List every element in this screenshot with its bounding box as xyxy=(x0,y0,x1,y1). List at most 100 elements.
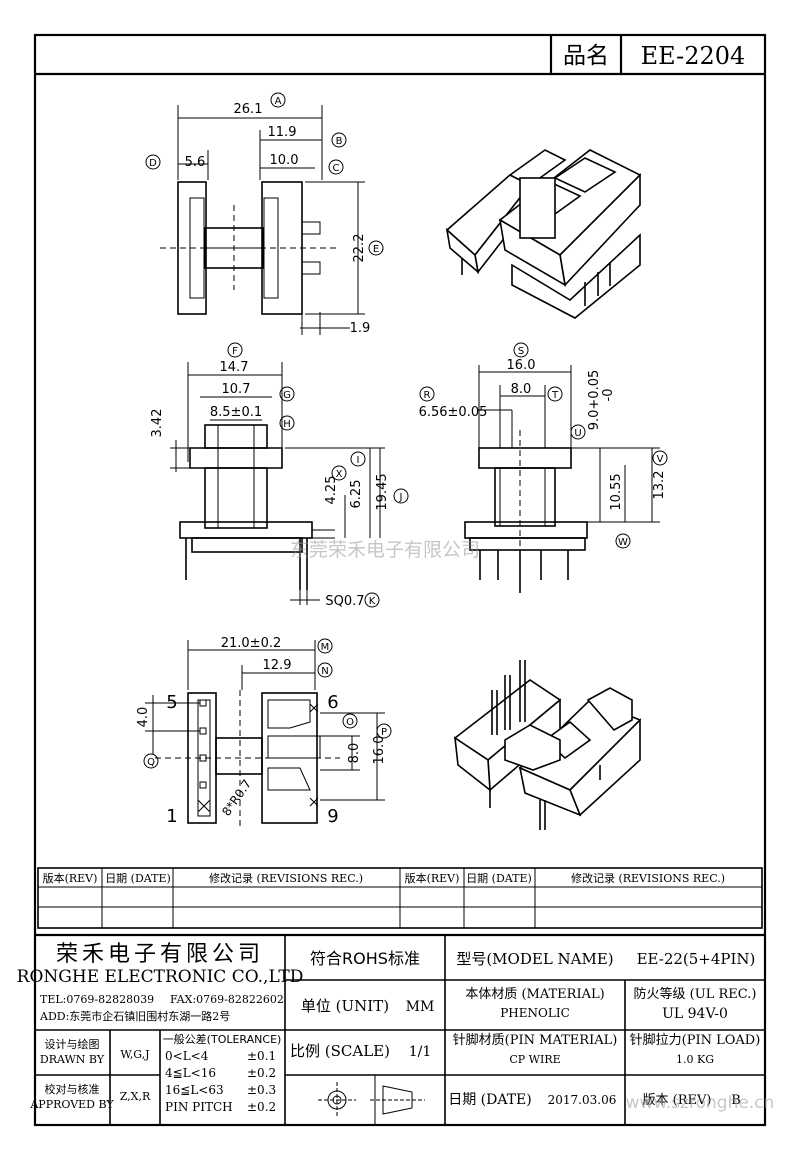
dim-342-value: 3.42 xyxy=(150,409,165,438)
material-value: PHENOLIC xyxy=(500,1006,570,1020)
view-bottom: 21.0±0.2 M 12.9 N 5 1 6 9 16.0 P xyxy=(136,636,392,830)
date-header-left: 日期 (DATE) xyxy=(105,872,171,885)
dim-U-value: 9.0+0.05 xyxy=(587,370,602,431)
dim-T-value: 8.0 xyxy=(511,382,532,397)
svg-text:I: I xyxy=(357,455,360,466)
dim-E-value: 22.2 xyxy=(352,234,367,263)
company-address: ADD:东莞市企石镇旧围村东湖一路2号 xyxy=(39,1009,230,1023)
part-number: EE-2204 xyxy=(641,42,746,70)
svg-text:W: W xyxy=(618,537,628,548)
dim-R07-value: 8*R0.7 xyxy=(219,777,254,819)
svg-text:E: E xyxy=(373,244,379,255)
svg-text:Q: Q xyxy=(147,757,155,768)
material-label: 本体材质 (MATERIAL) xyxy=(465,987,604,1002)
dim-19-value: 1.9 xyxy=(350,321,371,336)
svg-text:A: A xyxy=(275,96,282,107)
tol-value-3: ±0.2 xyxy=(247,1100,276,1114)
dim-R-value: 6.56±0.05 xyxy=(419,405,488,420)
svg-text:B: B xyxy=(336,136,343,147)
svg-text:P: P xyxy=(381,727,387,738)
watermark-corner: www.szronghe.cn xyxy=(626,1093,775,1113)
pin-material-value: CP WIRE xyxy=(509,1053,560,1066)
dim-K-value: SQ0.7 xyxy=(325,594,364,609)
tolerance-title: 一般公差(TOLERANCE) xyxy=(163,1032,282,1046)
svg-text:O: O xyxy=(346,717,354,728)
date-value: 2017.03.06 xyxy=(548,1093,617,1107)
dim-Q-value: 4.0 xyxy=(136,707,151,728)
approved-label-cn: 校对与核准 xyxy=(45,1082,100,1096)
dim-X-value: 4.25 xyxy=(324,476,339,505)
pin-load-label: 针脚拉力(PIN LOAD) xyxy=(630,1032,761,1048)
svg-text:T: T xyxy=(551,390,559,401)
model-label: 型号(MODEL NAME) xyxy=(456,950,613,968)
svg-text:F: F xyxy=(232,346,238,357)
svg-text:X: X xyxy=(336,469,343,480)
rohs-label: 符合ROHS标准 xyxy=(310,949,420,968)
svg-text:J: J xyxy=(399,492,403,503)
dim-D-value: 5.6 xyxy=(185,155,206,170)
svg-text:D: D xyxy=(149,158,157,169)
dim-A-value: 26.1 xyxy=(234,102,263,117)
svg-text:M: M xyxy=(321,642,330,653)
svg-text:R: R xyxy=(424,390,431,401)
drawn-label-en: DRAWN BY xyxy=(40,1053,105,1066)
svg-text:H: H xyxy=(283,419,291,430)
drawn-label-cn: 设计与绘图 xyxy=(45,1037,100,1051)
title-block: 荣禾电子有限公司 RONGHE ELECTRONIC CO.,LTD TEL:0… xyxy=(17,933,765,1125)
company-name-cn: 荣禾电子有限公司 xyxy=(56,942,264,967)
rev-header-right: 版本(REV) xyxy=(405,871,460,885)
fire-label: 防火等级 (UL REC.) xyxy=(634,986,757,1002)
rec-header-left: 修改记录 (REVISIONS REC.) xyxy=(209,871,363,885)
scale-label: 比例 (SCALE) xyxy=(290,1042,390,1060)
pin-1-label: 1 xyxy=(166,806,177,827)
tol-range-3: PIN PITCH xyxy=(165,1100,233,1114)
approved-by-value: Z,X,R xyxy=(120,1090,151,1103)
dim-V-value: 13.2 xyxy=(652,471,667,500)
dim-B-value: 11.9 xyxy=(268,125,297,140)
tol-value-2: ±0.3 xyxy=(247,1083,276,1097)
company-tel: TEL:0769-82828039 xyxy=(40,993,154,1006)
drawn-by-value: W,G,J xyxy=(120,1048,149,1061)
dim-C-value: 10.0 xyxy=(270,153,299,168)
iso-view-top xyxy=(445,149,642,319)
date-label: 日期 (DATE) xyxy=(448,1092,532,1108)
dim-S-value: 16.0 xyxy=(507,358,536,373)
dim-W-value: 10.55 xyxy=(609,473,624,510)
dim-I-value: 6.25 xyxy=(349,480,364,509)
model-value: EE-22(5+4PIN) xyxy=(637,950,756,968)
rev-header-left: 版本(REV) xyxy=(43,871,98,885)
approved-label-en: APPROVED BY xyxy=(29,1098,114,1111)
dim-H-value: 8.5±0.1 xyxy=(210,405,262,420)
pin-material-label: 针脚材质(PIN MATERIAL) xyxy=(453,1032,618,1048)
view-front: 16.0 S 8.0 T R 6.56±0.05 9.0+0.05 -0 U 1… xyxy=(419,342,668,593)
rev-label: 版本 (REV) xyxy=(643,1093,712,1108)
unit-label: 单位 (UNIT) xyxy=(301,997,389,1015)
tol-value-0: ±0.1 xyxy=(247,1049,276,1063)
rec-header-right: 修改记录 (REVISIONS REC.) xyxy=(571,871,725,885)
revisions-table: 版本(REV) 日期 (DATE) 修改记录 (REVISIONS REC.) … xyxy=(37,867,763,929)
company-name-en: RONGHE ELECTRONIC CO.,LTD xyxy=(17,967,304,987)
svg-text:N: N xyxy=(321,666,328,677)
projection-symbol-icon xyxy=(318,1082,425,1118)
watermark-center: 东莞荣禾电子有限公司 xyxy=(290,539,480,561)
fire-value: UL 94V-0 xyxy=(662,1006,728,1022)
date-header-right: 日期 (DATE) xyxy=(466,872,532,885)
tol-value-1: ±0.2 xyxy=(247,1066,276,1080)
pin-9-label: 9 xyxy=(327,806,338,827)
svg-text:V: V xyxy=(657,454,664,465)
dim-F-value: 14.7 xyxy=(220,360,249,375)
dim-O-value: 8.0 xyxy=(347,743,362,764)
svg-text:U: U xyxy=(574,428,581,439)
rev-value: B xyxy=(731,1093,741,1108)
outer-frame xyxy=(33,33,767,1127)
iso-view-bottom xyxy=(453,660,642,830)
svg-text:S: S xyxy=(518,346,524,357)
dim-M-value: 21.0±0.2 xyxy=(221,636,282,651)
name-label: 品名 xyxy=(563,43,609,69)
dim-J-value: 19.45 xyxy=(375,473,390,510)
title-block-header: 品名 EE-2204 xyxy=(35,35,765,76)
view-top: 26.1 A 11.9 B 10.0 C 5.6 D 22.2 E xyxy=(145,92,384,336)
svg-text:C: C xyxy=(333,163,340,174)
dim-N-value: 12.9 xyxy=(263,658,292,673)
